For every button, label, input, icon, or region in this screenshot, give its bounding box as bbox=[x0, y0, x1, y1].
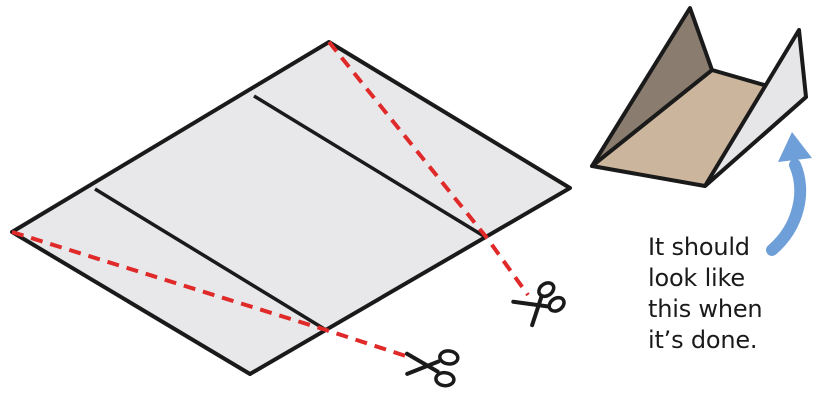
flat-paper-sheet bbox=[10, 40, 572, 376]
cut-lines bbox=[11, 40, 530, 360]
fold-line-lower bbox=[94, 187, 327, 332]
caption-line: look like bbox=[648, 264, 745, 292]
caption-text: It should look like this when it’s done. bbox=[648, 232, 818, 356]
tray-left-wall bbox=[590, 6, 714, 168]
fold-line-upper bbox=[253, 94, 488, 240]
tray-right-wall bbox=[703, 28, 808, 188]
paper-sheet bbox=[10, 40, 572, 376]
cut-line-right bbox=[327, 40, 530, 297]
caption-line: it’s done. bbox=[648, 326, 758, 354]
scissors-icon bbox=[511, 281, 566, 328]
caption-line: this when bbox=[648, 295, 763, 323]
scissors-icon bbox=[404, 349, 460, 388]
curved-arrow-icon bbox=[766, 132, 812, 256]
finished-tray bbox=[590, 6, 808, 188]
cut-line-bottom bbox=[11, 230, 413, 360]
caption-line: It should bbox=[648, 233, 750, 261]
